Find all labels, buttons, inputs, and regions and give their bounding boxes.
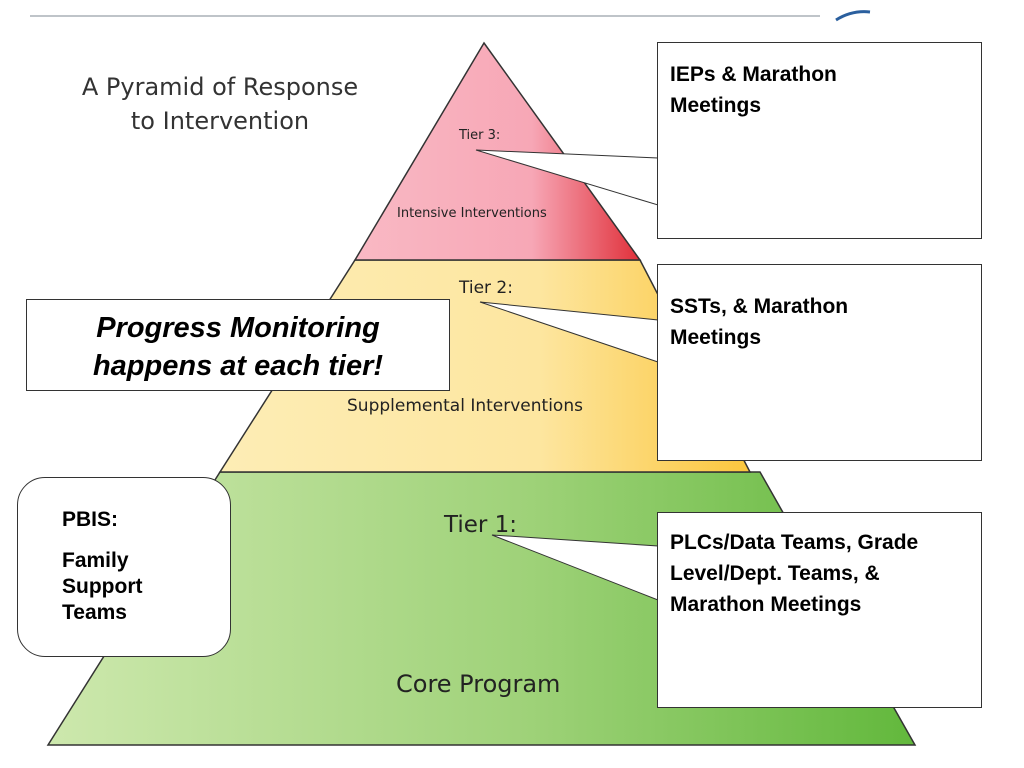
tier2-callout-line-2: Meetings (670, 326, 762, 349)
tier1-callout-line-2: Level/Dept. Teams, & (670, 562, 880, 585)
tier1-callout-line-1: PLCs/Data Teams, Grade (670, 531, 919, 554)
title-line-2: to Intervention (130, 107, 310, 135)
tier2-label: Tier 2: (459, 278, 513, 298)
progress-monitoring-box: Progress Monitoring happens at each tier… (26, 299, 450, 391)
pbis-body-line-3: Teams (62, 601, 127, 624)
tier3-callout-line-1: IEPs & Marathon (670, 63, 837, 86)
pbis-box: PBIS: Family Support Teams (17, 477, 231, 657)
tier2-callout-line-1: SSTs, & Marathon (670, 295, 849, 318)
title-line-1: A Pyramid of Response (81, 73, 359, 101)
progress-monitoring-line-2: happens at each tier! (92, 350, 384, 382)
pbis-body: Family Support Teams (62, 548, 230, 626)
pbis-body-line-2: Support (62, 575, 143, 598)
diagram-title: A Pyramid of Response to Intervention (40, 70, 400, 138)
tier3-label: Tier 3: (459, 128, 501, 143)
logo-arc-fragment (835, 10, 871, 22)
tier1-callout: PLCs/Data Teams, Grade Level/Dept. Teams… (657, 512, 982, 708)
pbis-body-line-1: Family (62, 549, 129, 572)
progress-monitoring-line-1: Progress Monitoring (96, 312, 380, 344)
tier1-name: Core Program (396, 670, 561, 698)
tier3-name: Intensive Interventions (397, 206, 547, 221)
pbis-heading: PBIS: (62, 508, 119, 531)
tier3-callout: IEPs & Marathon Meetings (657, 42, 982, 239)
tier2-callout: SSTs, & Marathon Meetings (657, 264, 982, 461)
tier1-label: Tier 1: (444, 512, 518, 538)
tier3-callout-line-2: Meetings (670, 94, 762, 117)
tier2-name: Supplemental Interventions (347, 396, 583, 416)
tier1-callout-line-3: Marathon Meetings (670, 593, 862, 616)
